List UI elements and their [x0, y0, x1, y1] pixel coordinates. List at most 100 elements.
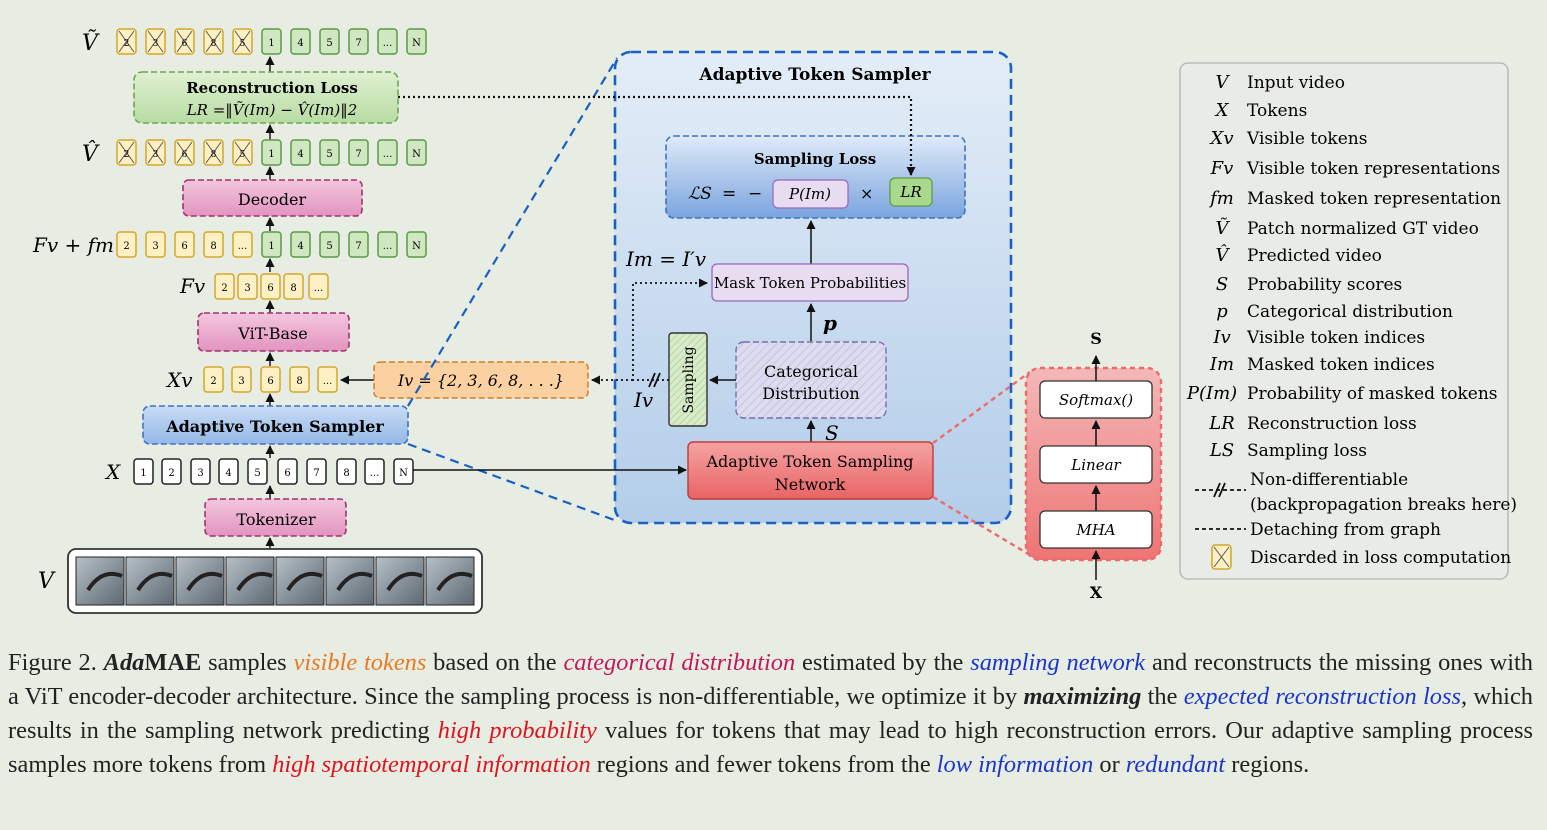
lr-label: LR — [899, 183, 921, 201]
p-im-label: P(Im) — [788, 185, 831, 203]
svg-text:2: 2 — [168, 468, 174, 479]
sampling-loss-block: Sampling Loss ℒS = − P(Im) × LR — [665, 135, 966, 219]
svg-text:6: 6 — [267, 283, 273, 294]
caption-high-probability: high probability — [437, 717, 597, 744]
svg-text:Categorical distribution: Categorical distribution — [1247, 302, 1453, 322]
discarded-token: 8 — [203, 28, 224, 55]
network-line-1: Adaptive Token Sampling — [705, 452, 913, 471]
mask-token: 5 — [319, 231, 340, 258]
fv-token: 6 — [260, 273, 281, 300]
reconstruction-loss-block: Reconstruction Loss LR =‖Ṽ(Im) − V̂(Im)‖… — [133, 71, 399, 124]
svg-text:2: 2 — [221, 283, 227, 294]
adaptive-token-sampler-small-label: Adaptive Token Sampler — [165, 417, 384, 436]
zoom-line-red-top — [932, 371, 1031, 444]
kept-token: N — [406, 139, 427, 166]
svg-text:6: 6 — [182, 150, 188, 160]
xv-token: 6 — [260, 366, 281, 393]
svg-text:3: 3 — [153, 39, 159, 49]
svg-text:Detaching from graph: Detaching from graph — [1250, 520, 1441, 540]
caption-sampling-network: sampling network — [970, 649, 1146, 676]
svg-text:...: ... — [314, 283, 324, 294]
legend-item-nondiff: Non-differentiable (backpropagation brea… — [1195, 470, 1517, 515]
non-differentiable-break — [648, 372, 661, 388]
x-token: 5 — [247, 458, 268, 485]
mask-token: N — [406, 231, 427, 258]
v-tilde-label: Ṽ — [82, 28, 100, 56]
svg-text:3: 3 — [244, 283, 250, 294]
adaptive-token-sampler-small-block: Adaptive Token Sampler — [142, 405, 409, 445]
lr-box — [889, 177, 933, 207]
svg-text:2: 2 — [210, 376, 216, 387]
svg-text:N: N — [399, 468, 408, 479]
svg-text:7: 7 — [313, 468, 319, 479]
categorical-distribution-block: Categorical Distribution — [735, 341, 887, 419]
svg-text:5: 5 — [254, 468, 260, 479]
svg-text:6: 6 — [181, 241, 187, 252]
mask-token: ... — [377, 231, 398, 258]
fv-token: 2 — [214, 273, 235, 300]
video-frame — [375, 556, 425, 606]
visible-token: ... — [232, 231, 253, 258]
svg-text:8: 8 — [296, 376, 302, 387]
fv-token: 8 — [283, 273, 304, 300]
svg-text:Masked token indices: Masked token indices — [1247, 355, 1435, 375]
iv-set-block: Iv = {2, 3, 6, 8, . . .} — [373, 361, 589, 399]
mask-token: 4 — [290, 231, 311, 258]
svg-text:1: 1 — [268, 38, 274, 49]
svg-text:Probability of masked tokens: Probability of masked tokens — [1247, 384, 1498, 404]
row-fv-fm: Fv + fm 2 3 6 8 ... 1 4 5 7 ... N — [32, 231, 427, 258]
fv-token: ... — [308, 273, 329, 300]
svg-text:3: 3 — [197, 468, 203, 479]
row-v-tilde: Ṽ 2 3 6 8 5 1 4 5 7 ... N — [82, 28, 427, 56]
caption-high-info: high spatiotemporal information — [272, 751, 591, 778]
svg-text:2: 2 — [124, 150, 130, 160]
discarded-token: 3 — [145, 139, 166, 166]
x-token: 2 — [161, 458, 182, 485]
svg-text:1: 1 — [268, 149, 274, 160]
linear-label: Linear — [1070, 456, 1121, 474]
svg-text:3: 3 — [152, 241, 158, 252]
x-token: ... — [364, 458, 385, 485]
svg-text:p: p — [1216, 301, 1228, 322]
iv-set-label: Iv = {2, 3, 6, 8, . . .} — [397, 371, 564, 390]
sampling-label: Sampling — [681, 346, 697, 413]
kept-token: 4 — [290, 28, 311, 55]
tokenizer-block: Tokenizer — [204, 498, 347, 537]
xv-label: Xv — [165, 368, 193, 392]
mha-label: MHA — [1075, 521, 1115, 539]
svg-text:Probability scores: Probability scores — [1247, 275, 1402, 295]
video-frame — [275, 556, 325, 606]
x-token: 7 — [306, 458, 327, 485]
categorical-line-2: Distribution — [762, 384, 859, 403]
vit-base-block: ViT-Base — [197, 312, 350, 352]
row-x: X 1 2 3 4 5 6 7 8 ... N — [104, 458, 414, 485]
svg-text:5: 5 — [240, 150, 246, 160]
svg-text:LR: LR — [1208, 413, 1235, 434]
x-token: 1 — [133, 458, 154, 485]
kept-token: ... — [377, 139, 398, 166]
arrow-recon-to-lr — [398, 95, 916, 176]
x-token: 3 — [190, 458, 211, 485]
v-label: V — [38, 569, 56, 594]
svg-text:Masked token representation: Masked token representation — [1247, 189, 1501, 209]
discarded-token: 2 — [116, 139, 137, 166]
video-frame — [125, 556, 175, 606]
x-token: N — [393, 458, 414, 485]
kept-token: 5 — [319, 28, 340, 55]
svg-text:V: V — [1216, 72, 1231, 93]
discarded-token: 3 — [145, 28, 166, 55]
svg-text:N: N — [412, 38, 421, 49]
sampling-block: Sampling — [668, 332, 708, 427]
svg-text:7: 7 — [355, 38, 361, 49]
svg-text:Predicted video: Predicted video — [1247, 246, 1382, 266]
decoder-block: Decoder — [182, 179, 363, 217]
x-token: 4 — [218, 458, 239, 485]
zoom-line-top — [407, 57, 618, 407]
architecture-diagram: Ṽ 2 3 6 8 5 1 4 5 7 ... N Reconstruction… — [32, 28, 1517, 614]
